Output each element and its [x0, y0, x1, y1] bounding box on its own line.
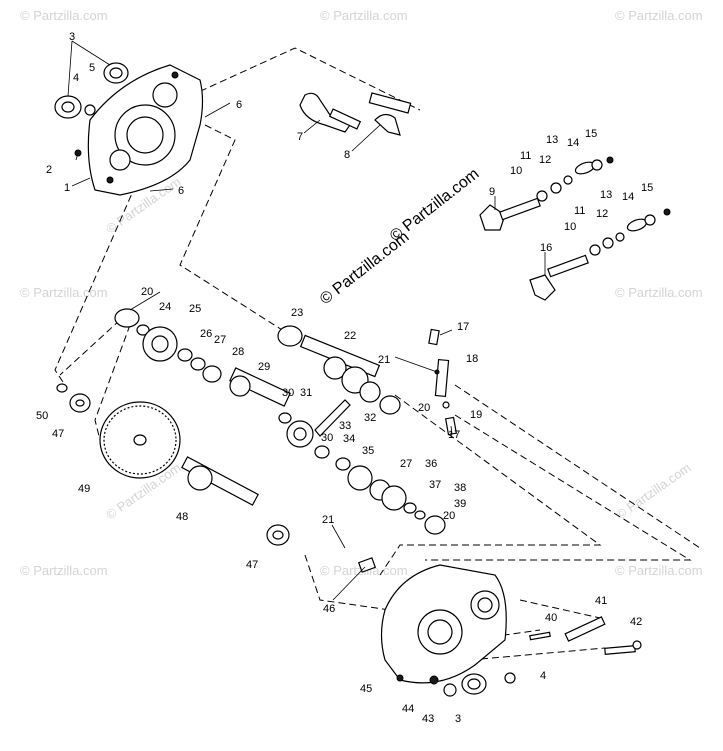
callout-45: 45: [360, 683, 372, 695]
watermark-text: © Partzilla.com: [20, 563, 108, 578]
watermark-text: © Partzilla.com: [320, 8, 408, 23]
callout-3: 3: [455, 713, 461, 725]
callout-15: 15: [585, 128, 597, 140]
callout-12: 12: [596, 208, 608, 220]
gear-train-upper: [114, 308, 401, 415]
callout-30: 30: [321, 432, 333, 444]
callout-21: 21: [322, 514, 334, 526]
callout-19: 19: [470, 409, 482, 421]
callout-2: 2: [46, 164, 52, 176]
callout-25: 25: [189, 303, 201, 315]
callout-20: 20: [443, 510, 455, 522]
callout-46: 46: [323, 603, 335, 615]
callout-22: 22: [344, 330, 356, 342]
callout-11: 11: [574, 205, 585, 217]
callout-11: 11: [520, 150, 531, 162]
callout-13: 13: [600, 189, 612, 201]
callout-21: 21: [378, 354, 390, 366]
watermark-text: © Partzilla.com: [615, 563, 703, 578]
callout-33: 33: [339, 420, 351, 432]
callout-36: 36: [425, 458, 437, 470]
callout-4: 4: [73, 72, 79, 84]
callout-29: 29: [258, 361, 270, 373]
shift-fork-8: [368, 92, 412, 136]
callout-48: 48: [176, 511, 188, 523]
callout-15: 15: [641, 182, 653, 194]
parts-40-42: [529, 616, 642, 655]
callout-49: 49: [78, 483, 90, 495]
callout-labels: 3 4 5 6 7 8 2 1 6 13 14 15 11 12 10 9 13…: [36, 31, 653, 725]
callout-26: 26: [200, 328, 212, 340]
callout-1: 1: [64, 182, 70, 194]
callout-14: 14: [622, 191, 634, 203]
callout-31: 31: [300, 387, 312, 399]
callout-6: 6: [236, 99, 242, 111]
callout-32: 32: [364, 412, 376, 424]
callout-6: 6: [178, 185, 184, 197]
callout-43: 43: [422, 713, 434, 725]
callout-7: 7: [297, 131, 303, 143]
callout-35: 35: [362, 445, 374, 457]
callout-13: 13: [546, 134, 558, 146]
watermark-text: © Partzilla.com: [615, 8, 703, 23]
shift-rail-group: [428, 328, 458, 436]
left-case-half: [87, 64, 204, 196]
callout-37: 37: [429, 479, 441, 491]
callout-9: 9: [489, 186, 495, 198]
callout-50: 50: [36, 410, 48, 422]
callout-38: 38: [454, 482, 466, 494]
callout-27: 27: [400, 458, 412, 470]
callout-39: 39: [454, 498, 466, 510]
callout-44: 44: [402, 703, 414, 715]
seal-bearing-group: [54, 62, 129, 157]
watermark-text: © Partzilla.com: [613, 460, 693, 523]
watermark-text: © Partzilla.com: [615, 285, 703, 300]
callout-18: 18: [466, 353, 478, 365]
callout-3: 3: [69, 31, 75, 43]
callout-47: 47: [246, 559, 258, 571]
large-output-gear: [99, 401, 181, 479]
callout-47: 47: [52, 428, 64, 440]
callout-20: 20: [141, 286, 153, 298]
callout-34: 34: [343, 433, 355, 445]
callout-12: 12: [539, 154, 551, 166]
output-shaft: [181, 456, 259, 506]
callout-14: 14: [567, 137, 579, 149]
callout-20: 20: [418, 402, 430, 414]
callout-5: 5: [89, 62, 95, 74]
callout-24: 24: [159, 301, 171, 313]
leader-lines: [67, 40, 546, 601]
callout-10: 10: [564, 221, 576, 233]
right-case-bottom-parts: [429, 672, 516, 697]
right-case-half: [357, 557, 507, 684]
watermark-main: © Partzilla.com: [387, 165, 482, 245]
gear-train-lower: [278, 399, 446, 535]
callout-16: 16: [540, 242, 552, 254]
callout-10: 10: [510, 165, 522, 177]
callout-41: 41: [595, 595, 607, 607]
bearings-47-50: [56, 383, 290, 546]
callout-27: 27: [214, 334, 226, 346]
callout-28: 28: [232, 346, 244, 358]
callout-30: 30: [282, 387, 294, 399]
callout-42: 42: [630, 616, 642, 628]
callout-8: 8: [344, 149, 350, 161]
callout-4: 4: [540, 670, 546, 682]
shift-shaft-9: [479, 156, 614, 231]
watermark-text: © Partzilla.com: [20, 8, 108, 23]
watermark-text: © Partzilla.com: [20, 285, 108, 300]
shift-fork-7: [299, 92, 362, 133]
shift-shaft-16: [529, 208, 671, 301]
callout-40: 40: [545, 612, 557, 624]
callout-17: 17: [457, 321, 469, 333]
assembly-guide-lines: [54, 47, 701, 661]
callout-17: 17: [448, 429, 460, 441]
callout-23: 23: [291, 307, 303, 319]
